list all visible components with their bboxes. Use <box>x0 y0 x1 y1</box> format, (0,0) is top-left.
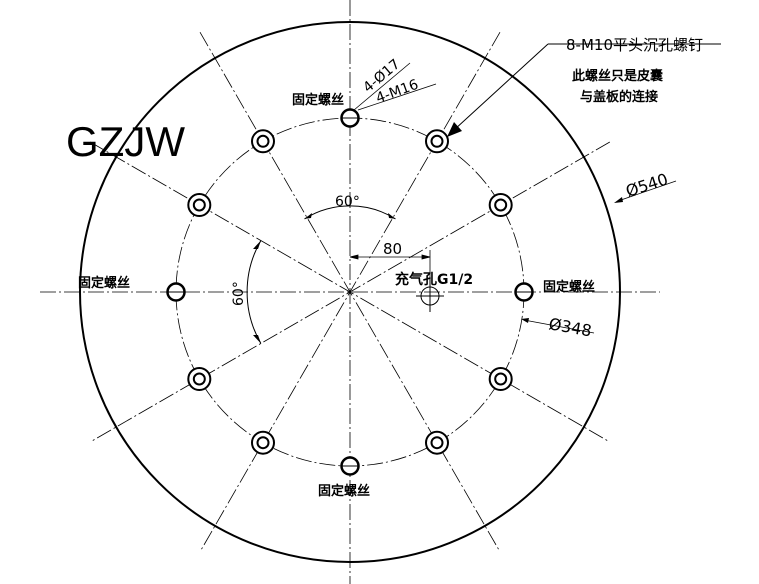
top-hole-leader <box>353 62 437 111</box>
fixing-screw-hole <box>340 108 360 128</box>
countersunk-screw-hole <box>187 193 212 217</box>
countersunk-screw-hole <box>251 430 275 455</box>
spoke-line <box>89 141 611 443</box>
bolt-circle-text: Ø348 <box>547 314 593 340</box>
countersunk-screw-hole <box>187 367 212 391</box>
left-angle-arc <box>246 240 262 344</box>
offset-dimension-text: 80 <box>383 240 402 258</box>
offset-dimension <box>349 250 431 290</box>
countersunk-screw-hole <box>251 129 275 154</box>
fixing-screw-hole <box>514 282 534 302</box>
fixing-screw-label-bottom: 固定螺丝 <box>318 483 370 499</box>
fixing-screw-label-right: 固定螺丝 <box>543 279 595 295</box>
fixing-screw-hole <box>340 456 360 476</box>
outer-dia-leader <box>617 180 677 202</box>
holes <box>166 108 534 476</box>
arrowhead <box>614 197 623 203</box>
outer-circle <box>79 21 621 563</box>
arrowhead <box>253 240 261 249</box>
fixing-screw-label-top: 固定螺丝 <box>292 92 344 108</box>
left-angle-text: 60° <box>231 281 247 306</box>
brand-logo: GZJW <box>66 118 185 165</box>
arrowhead <box>304 213 312 219</box>
countersunk-screw-hole <box>425 129 449 154</box>
inflate-hole-text: 充气孔G1/2 <box>395 271 473 288</box>
screw-note-line1: 此螺丝只是皮囊 <box>572 68 664 84</box>
fixing-screw-label-left: 固定螺丝 <box>78 275 130 291</box>
screw-note-line2: 与盖板的连接 <box>580 89 658 105</box>
arrowhead <box>521 318 529 323</box>
arrowhead <box>253 335 261 344</box>
fixing-screw-hole <box>166 282 186 302</box>
arrowhead <box>447 122 462 137</box>
screw-spec-text: 8-M10平头沉孔螺钉 <box>566 36 703 54</box>
countersunk-screw-hole <box>425 430 449 455</box>
countersunk-screw-hole <box>488 193 513 217</box>
bolt-circle-leader <box>523 319 595 334</box>
outer-dia-text: Ø540 <box>623 169 670 200</box>
top-angle-arc <box>304 205 396 220</box>
countersunk-screw-hole <box>488 367 513 391</box>
screw-spec-leader <box>453 43 721 131</box>
top-angle-text: 60° <box>335 194 360 210</box>
arrowhead <box>388 213 396 219</box>
